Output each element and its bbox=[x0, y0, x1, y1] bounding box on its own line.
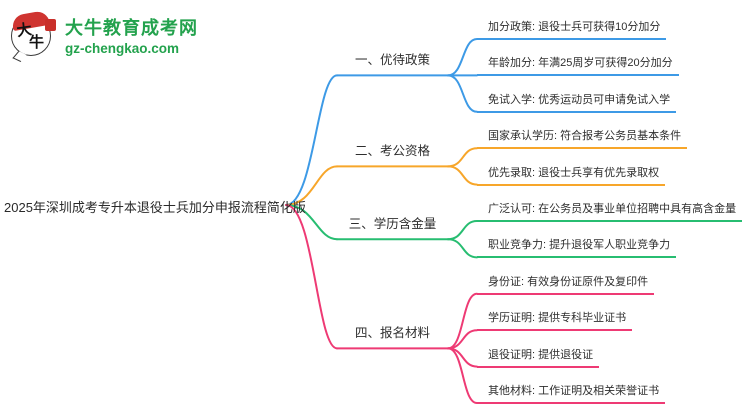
connector-line bbox=[285, 204, 338, 241]
connector-line bbox=[447, 347, 478, 404]
connector-line bbox=[285, 74, 338, 206]
connector-line bbox=[285, 165, 338, 206]
brand-name: 大牛教育成考网 bbox=[65, 18, 198, 38]
branch-label: 一、优待政策 bbox=[354, 53, 430, 68]
connector-line bbox=[447, 38, 478, 77]
connector-line bbox=[447, 147, 478, 168]
leaf-node: 优先录取: 退役士兵享有优先录取权 bbox=[477, 166, 666, 186]
leaf-node: 年龄加分: 年满25周岁可获得20分加分 bbox=[477, 56, 679, 77]
branch-label: 四、报名材料 bbox=[354, 326, 430, 341]
connector-line bbox=[447, 74, 478, 113]
connector-line bbox=[447, 238, 478, 259]
logo-char-bottom: 牛 bbox=[29, 35, 45, 51]
leaf-node: 加分政策: 退役士兵可获得10分加分 bbox=[477, 20, 667, 40]
branch-label: 二、考公资格 bbox=[354, 144, 430, 159]
leaf-node: 职业竞争力: 提升退役军人职业竞争力 bbox=[477, 238, 677, 259]
connector-line bbox=[447, 165, 478, 186]
site-logo[interactable]: 大 牛 大牛教育成考网 gz-chengkao.com bbox=[8, 9, 198, 62]
leaf-node: 其他材料: 工作证明及相关荣誉证书 bbox=[477, 384, 666, 404]
leaf-node: 学历证明: 提供专科毕业证书 bbox=[477, 311, 633, 332]
connector-line bbox=[447, 220, 478, 241]
logo-bubble-icon: 大 牛 bbox=[8, 9, 56, 62]
seal-icon bbox=[45, 19, 56, 31]
leaf-node: 身份证: 有效身份证原件及复印件 bbox=[477, 275, 655, 295]
leaf-node: 广泛认可: 在公务员及事业单位招聘中具有高含金量 bbox=[477, 202, 743, 222]
leaf-node: 国家承认学历: 符合报考公务员基本条件 bbox=[477, 129, 688, 150]
leaf-node: 退役证明: 提供退役证 bbox=[477, 348, 600, 368]
branch-label: 三、学历含金量 bbox=[348, 217, 437, 232]
brand-domain: gz-chengkao.com bbox=[65, 41, 180, 56]
mindmap-root-title: 2025年深圳成考专升本退役士兵加分申报流程简化版 bbox=[4, 200, 306, 215]
connector-line bbox=[285, 204, 338, 350]
leaf-node: 免试入学: 优秀运动员可申请免试入学 bbox=[477, 93, 677, 113]
